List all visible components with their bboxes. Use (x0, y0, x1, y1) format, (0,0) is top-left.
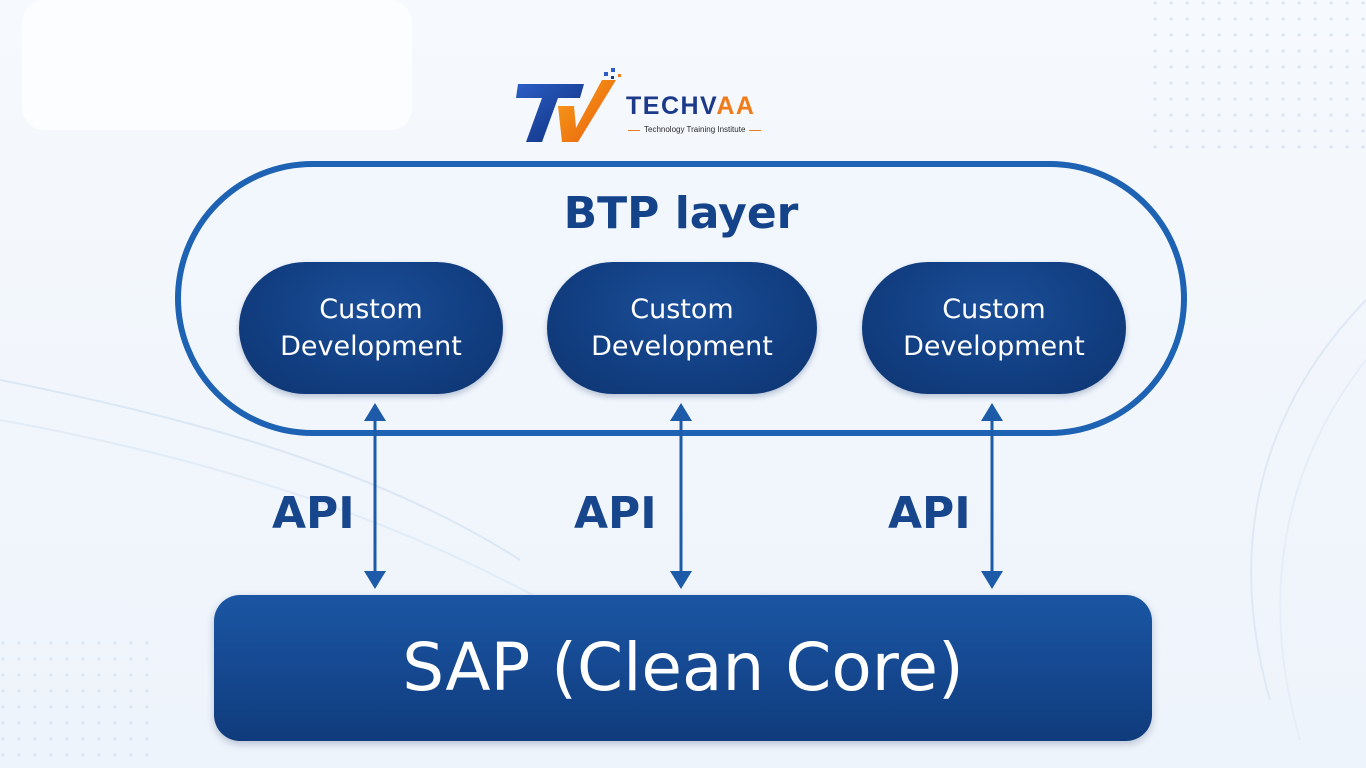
brand-tagline: Technology Training Institute (628, 124, 792, 136)
custom-development-label-3: Custom Development (903, 294, 1085, 362)
brand-name-part2: AA (716, 92, 756, 120)
tagline-text: Technology Training Institute (644, 125, 746, 134)
custom-development-label-1: Custom Development (280, 294, 462, 362)
tagline-dash-left (628, 129, 640, 131)
techvaa-logo-icon (516, 68, 621, 142)
brand-name: TECHVAA (626, 94, 755, 119)
custom-development-box-3: Custom Development (862, 262, 1126, 394)
custom-development-box-2: Custom Development (547, 262, 817, 394)
btp-layer-title: BTP layer (563, 188, 799, 239)
custom-development-box-1: Custom Development (239, 262, 503, 394)
techvaa-logo: TECHVAA Technology Training Institute (514, 66, 794, 146)
api-label-3: API (888, 488, 971, 539)
sap-clean-core-box: SAP (Clean Core) (214, 595, 1152, 741)
brand-name-part1: TECHV (626, 92, 717, 120)
api-label-1: API (272, 488, 355, 539)
tagline-dash-right (749, 129, 762, 131)
api-label-2: API (574, 488, 657, 539)
sap-clean-core-label: SAP (Clean Core) (402, 629, 964, 706)
custom-development-label-2: Custom Development (591, 294, 773, 362)
